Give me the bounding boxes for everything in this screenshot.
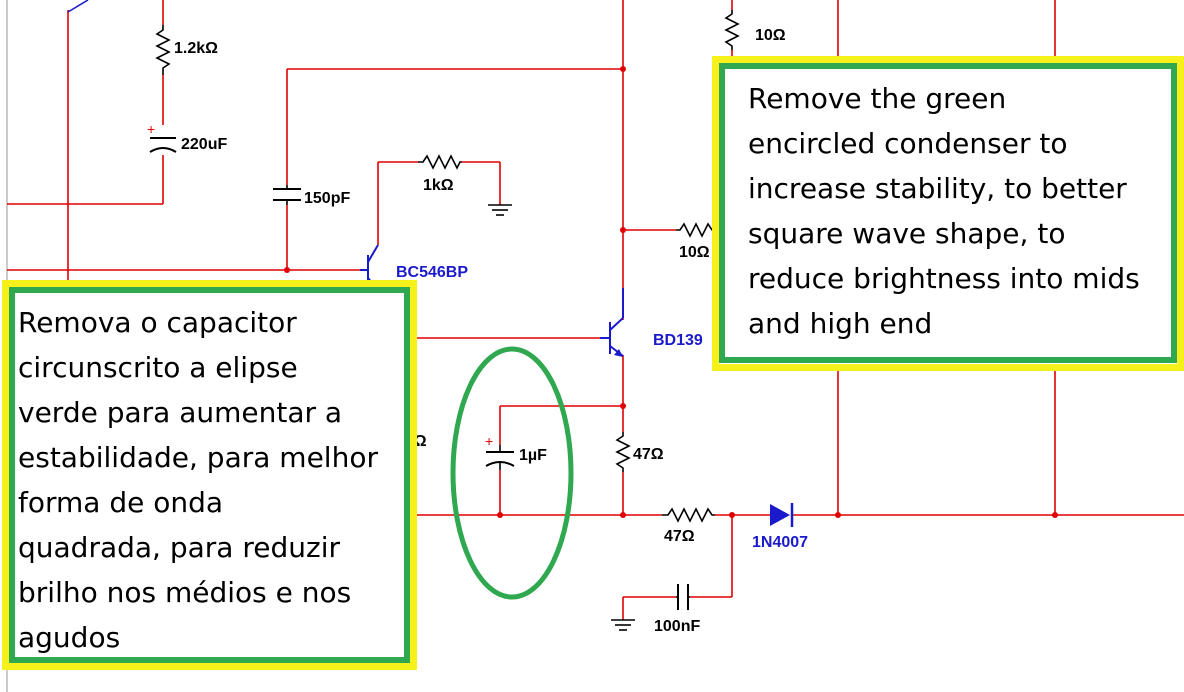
ground-symbol-1 <box>488 204 512 216</box>
capacitor-220uf <box>149 137 177 153</box>
resistor-47-vertical-label: 47Ω <box>633 446 664 463</box>
note-english-frame <box>712 56 1184 371</box>
junction-dots <box>284 66 1058 518</box>
resistor-1k <box>418 154 462 170</box>
note-portuguese-frame <box>2 280 417 670</box>
wires <box>7 0 1184 620</box>
capacitor-1uf-label: 1µF <box>519 447 547 464</box>
diode-1n4007 <box>770 503 794 527</box>
note-portuguese-box <box>9 287 410 663</box>
highlight-ellipse <box>450 346 574 600</box>
transistor-bd139 <box>600 288 624 357</box>
resistor-47-horizontal <box>662 507 715 523</box>
transistor-bd139-label: BD139 <box>653 332 703 349</box>
note-english-box <box>719 63 1177 363</box>
resistor-10-mid <box>676 222 720 238</box>
resistor-1k-label: 1kΩ <box>423 177 454 194</box>
transistor-lead <box>67 0 89 13</box>
resistor-1k2 <box>155 25 171 75</box>
svg-text:+: + <box>147 121 155 137</box>
transistor-bc546bp-label: BC546BP <box>396 264 468 281</box>
resistor-47-vertical <box>615 432 631 472</box>
resistor-10-top <box>724 10 740 50</box>
resistor-47-horizontal-label: 47Ω <box>664 528 695 545</box>
capacitor-150pf-label: 150pF <box>304 190 350 207</box>
resistor-1k2-label: 1.2kΩ <box>174 40 218 57</box>
diode-1n4007-label: 1N4007 <box>752 534 808 551</box>
capacitor-150pf <box>273 188 301 201</box>
transistor-bd139-arrow <box>614 349 623 357</box>
capacitor-100nf <box>677 584 689 610</box>
capacitor-220uf-label: 220uF <box>181 136 227 153</box>
resistor-10-top-label: 10Ω <box>755 27 786 44</box>
resistor-10-mid-label: 10Ω <box>679 244 710 261</box>
ground-symbol-2 <box>611 619 635 631</box>
svg-text:+: + <box>485 433 493 449</box>
note-portuguese-text: Remova o capacitor circunscrito a elipse… <box>18 306 378 654</box>
note-english-text: Remove the green encircled condenser to … <box>748 82 1140 340</box>
capacitor-100nf-label: 100nF <box>654 618 700 635</box>
